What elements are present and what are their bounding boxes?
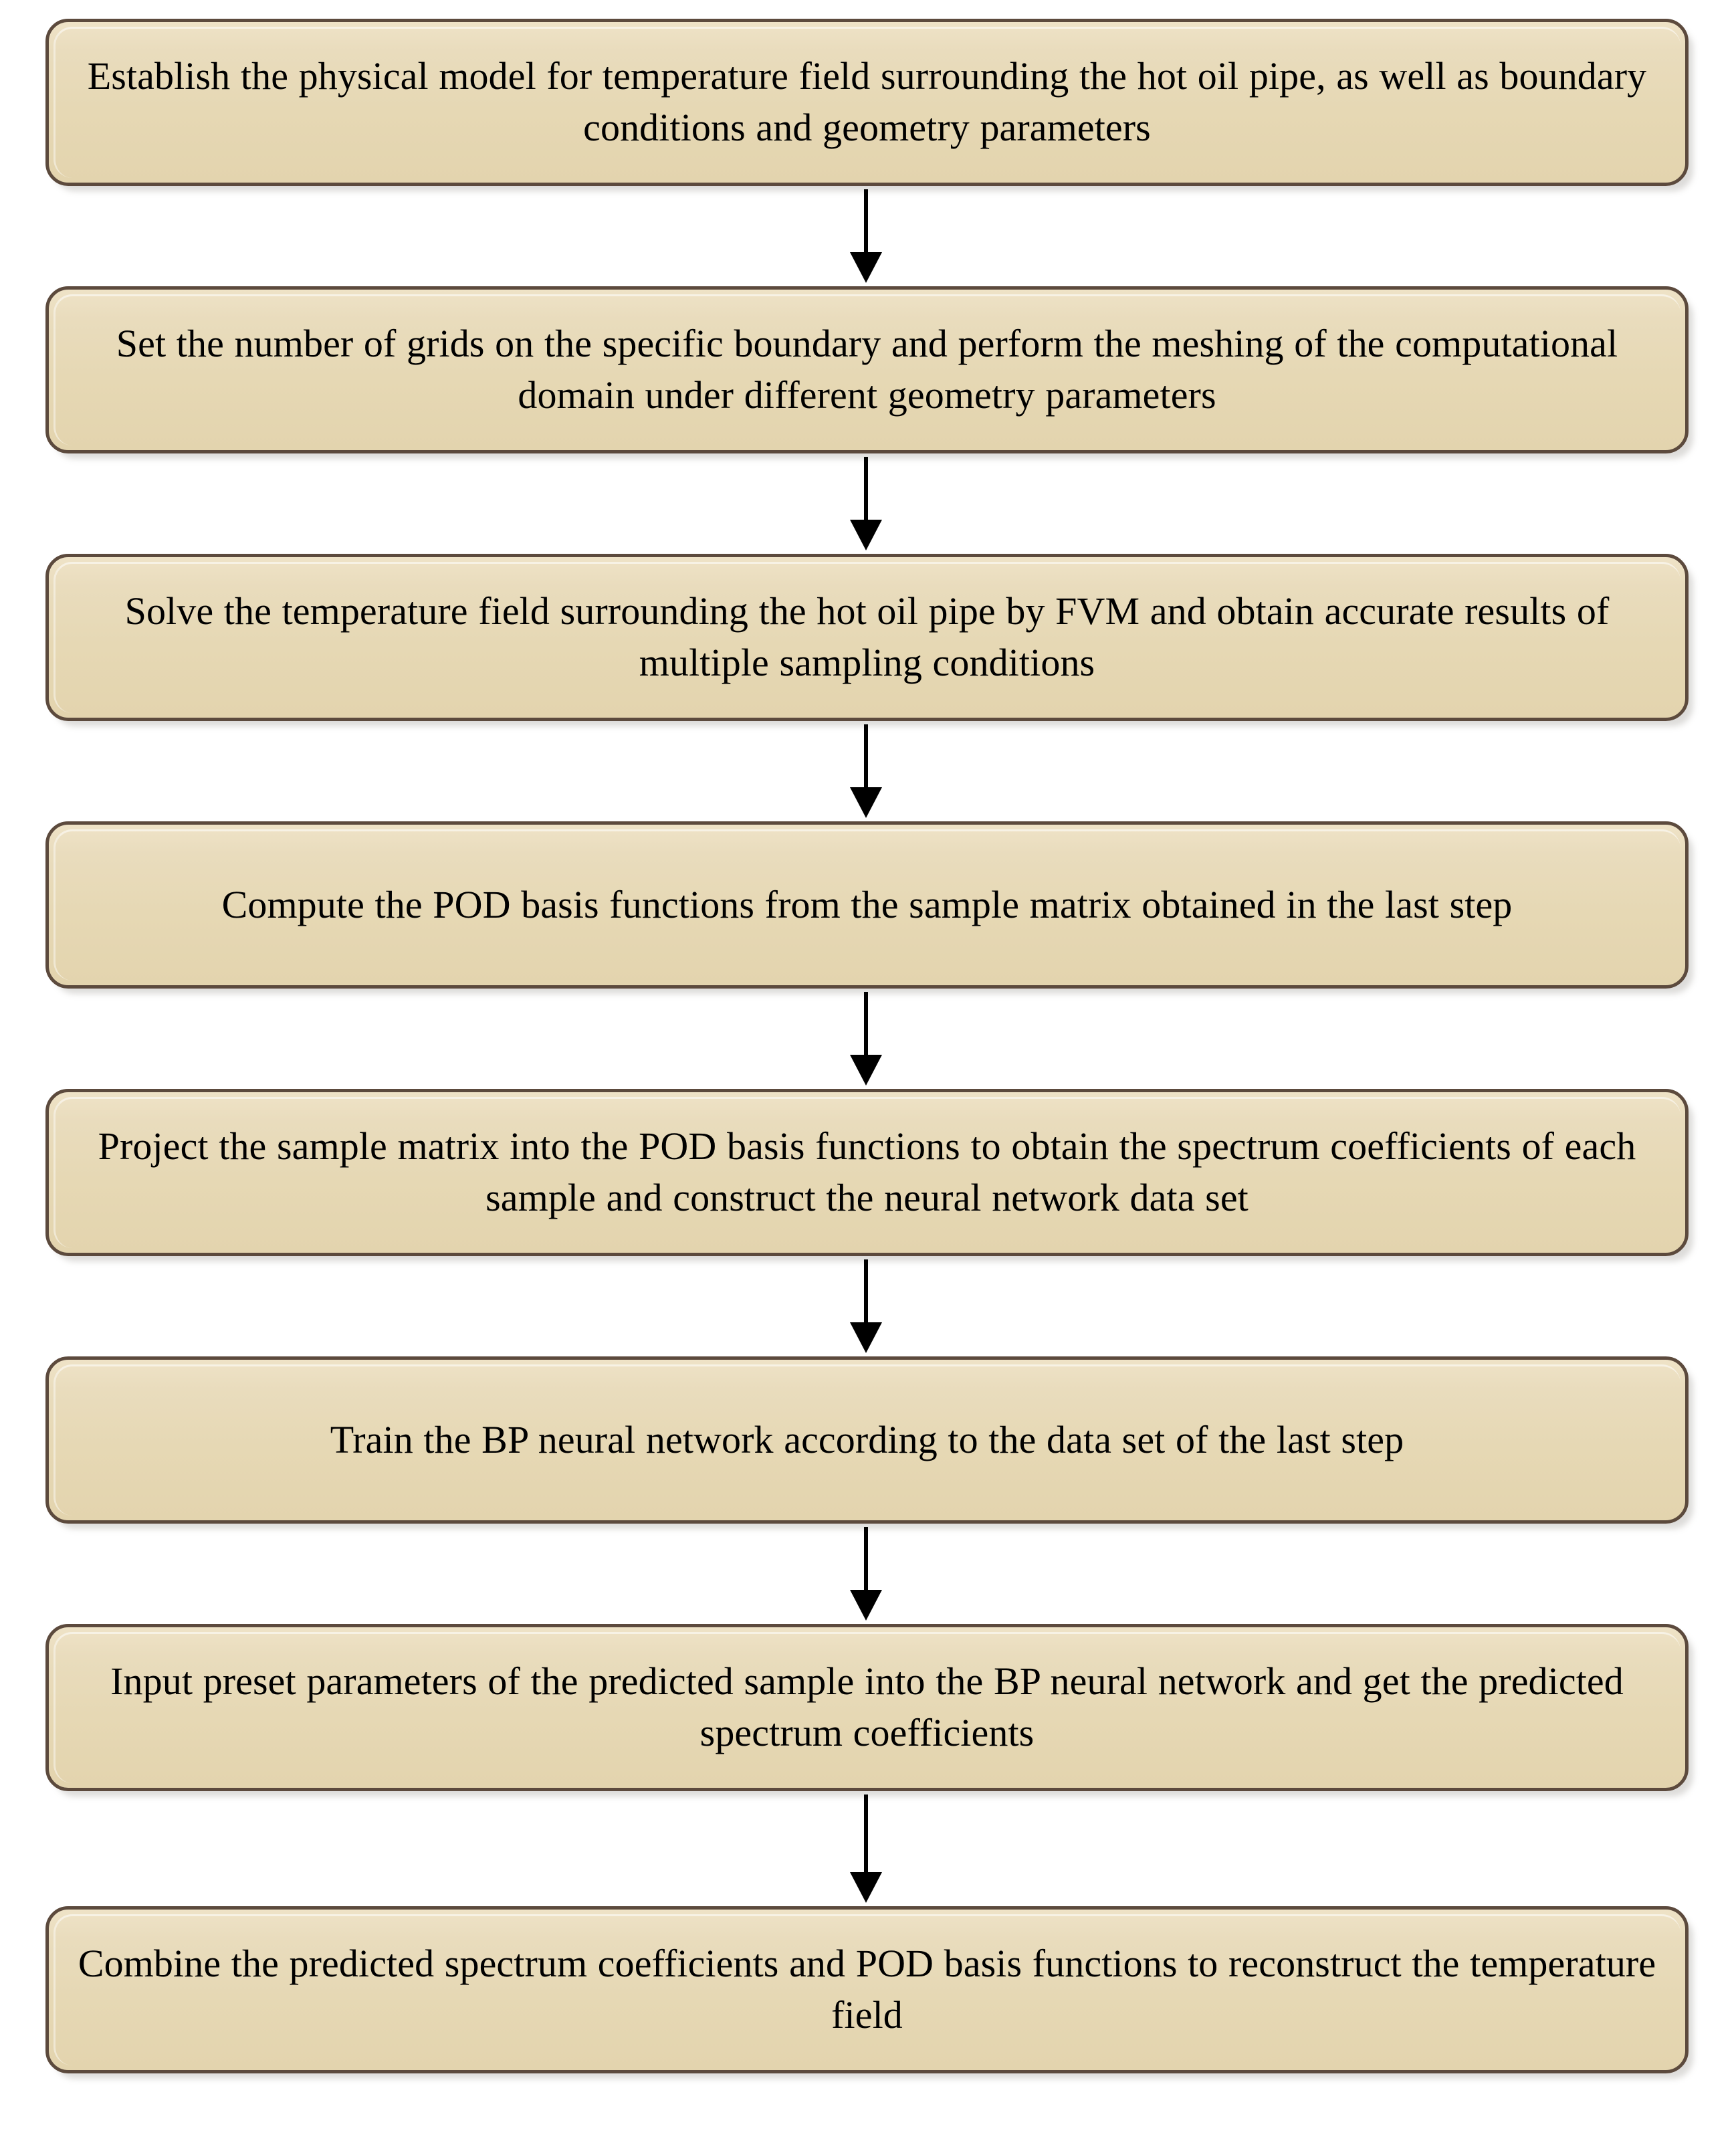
arrow-shaft [864,1259,868,1322]
flowchart-step-8[interactable]: Combine the predicted spectrum coefficie… [45,1906,1689,2073]
flowchart-step-8-label: Combine the predicted spectrum coefficie… [78,1942,1656,2037]
flowchart-step-7[interactable]: Input preset parameters of the predicted… [45,1624,1689,1791]
flowchart-step-6[interactable]: Train the BP neural network according to… [45,1356,1689,1524]
arrow-head-icon [850,252,882,283]
arrow-shaft [864,724,868,787]
arrow-head-icon [850,1055,882,1086]
flowchart-step-7-label: Input preset parameters of the predicted… [110,1659,1624,1754]
arrow-shaft [864,1527,868,1590]
flowchart-step-2-label: Set the number of grids on the specific … [116,322,1618,417]
flowchart-step-6-label: Train the BP neural network according to… [330,1417,1404,1461]
arrow-shaft [864,1795,868,1872]
flowchart-step-3[interactable]: Solve the temperature field surrounding … [45,554,1689,721]
flowchart-step-2[interactable]: Set the number of grids on the specific … [45,286,1689,453]
arrow-head-icon [850,787,882,818]
flowchart-step-4-label: Compute the POD basis functions from the… [221,882,1513,926]
flowchart-step-1-label: Establish the physical model for tempera… [87,54,1647,149]
flowchart-step-3-label: Solve the temperature field surrounding … [124,589,1610,684]
arrow-head-icon [850,1872,882,1903]
flowchart-step-5[interactable]: Project the sample matrix into the POD b… [45,1089,1689,1256]
arrow-head-icon [850,1590,882,1621]
arrow-head-icon [850,520,882,550]
arrow-shaft [864,992,868,1055]
arrow-shaft [864,457,868,520]
arrow-shaft [864,189,868,252]
flowchart-step-4[interactable]: Compute the POD basis functions from the… [45,821,1689,989]
flowchart-step-5-label: Project the sample matrix into the POD b… [98,1124,1636,1219]
flowchart-step-1[interactable]: Establish the physical model for tempera… [45,19,1689,186]
arrow-head-icon [850,1322,882,1353]
